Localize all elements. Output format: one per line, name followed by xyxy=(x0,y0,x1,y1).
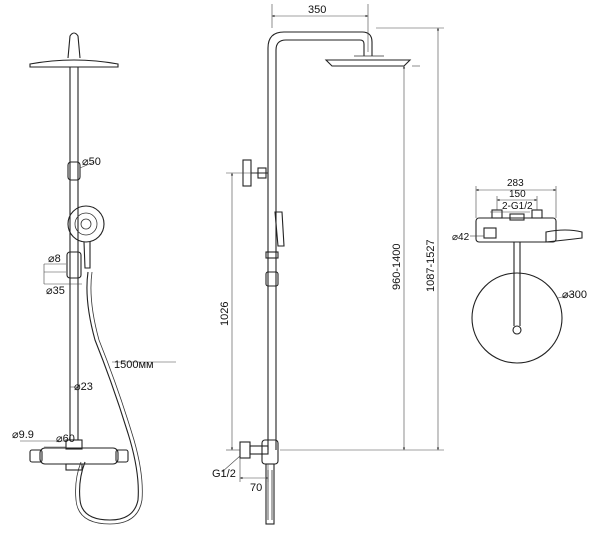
rain-head-top xyxy=(471,272,563,364)
hand-shower-front xyxy=(67,205,105,269)
wall-offset-label: 70 xyxy=(250,482,262,494)
bar-diameter-label: ⌀50 xyxy=(82,156,101,168)
mixer-front xyxy=(29,439,129,471)
inlet-thread-label: G1/2 xyxy=(212,468,236,480)
outlet-diameter-label: ⌀9.9 xyxy=(12,429,34,441)
mixer-top xyxy=(475,209,583,243)
side-dimensions xyxy=(221,4,444,482)
front-view: ⌀50 ⌀8 ⌀35 1500мм ⌀23 ⌀9.9 ⌀60 xyxy=(12,32,176,525)
hand-shower-side xyxy=(265,211,285,287)
height-mixer-bracket-label: 1026 xyxy=(219,302,231,326)
shower-pipe-front xyxy=(66,67,82,440)
head-diameter-label: ⌀300 xyxy=(562,289,587,301)
rain-head-front xyxy=(29,32,119,68)
lower-bar-diameter-label: ⌀23 xyxy=(74,381,93,393)
side-view: 350 1026 960-1400 1087-1527 G1/2 70 xyxy=(212,4,444,525)
height-adjustable-label: 960-1400 xyxy=(391,244,403,291)
rain-head-side xyxy=(324,59,412,67)
hose-front xyxy=(79,271,139,521)
top-dimensions xyxy=(470,186,575,299)
height-total-label: 1087-1527 xyxy=(425,239,437,292)
mixer-diameter-label: ⌀60 xyxy=(56,433,75,445)
top-view: 283 150 2-G1/2 ⌀42 ⌀300 xyxy=(452,178,587,364)
shower-pipe-side xyxy=(267,31,373,450)
inlets-label: 2-G1/2 xyxy=(502,201,533,212)
bar-connector xyxy=(67,161,81,181)
center-distance-label: 150 xyxy=(509,189,526,200)
holder-pin-label: ⌀8 xyxy=(48,253,61,265)
slide-holder xyxy=(66,251,82,279)
bracket-diameter-label: ⌀42 xyxy=(452,232,470,243)
holder-body-label: ⌀35 xyxy=(46,285,65,297)
front-dimensions xyxy=(20,161,176,448)
arm-reach-label: 350 xyxy=(308,4,326,16)
overall-width-label: 283 xyxy=(507,178,524,189)
hose-length-label: 1500мм xyxy=(114,359,154,371)
